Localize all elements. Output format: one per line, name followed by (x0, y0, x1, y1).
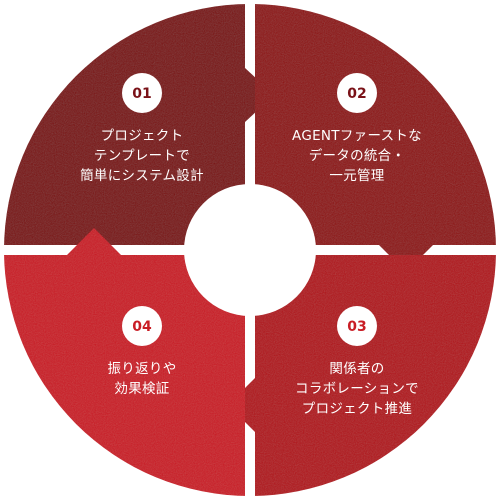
step-2-line-1: AGENTファーストな (292, 128, 422, 144)
step-3-badge: 03 (337, 306, 377, 346)
step-2-label: AGENTファーストな データの統合・ 一元管理 (257, 126, 457, 186)
step-3-line-2: コラボレーションで (295, 381, 419, 397)
step-4-number: 04 (132, 319, 152, 335)
step-4-label: 振り返りや 効果検証 (42, 359, 242, 399)
step-1-label: プロジェクト テンプレートで 簡単にシステム設計 (42, 126, 242, 186)
step-1-line-3: 簡単にシステム設計 (80, 168, 204, 184)
step-2-number: 02 (347, 86, 366, 102)
step-2-line-2: データの統合・ (308, 148, 406, 164)
step-3-number: 03 (347, 319, 366, 335)
step-3-label: 関係者の コラボレーションで プロジェクト推進 (257, 359, 457, 419)
step-4-line-1: 振り返りや (107, 361, 177, 377)
step-4-line-2: 効果検証 (114, 381, 170, 397)
step-1-line-1: プロジェクト (100, 128, 184, 144)
step-3-line-1: 関係者の (329, 361, 385, 377)
step-1-line-2: テンプレートで (93, 148, 191, 164)
step-3-line-3: プロジェクト推進 (301, 401, 413, 417)
step-2-badge: 02 (337, 73, 377, 113)
step-1-number: 01 (132, 86, 151, 102)
step-1-badge: 01 (122, 73, 162, 113)
step-4-badge: 04 (122, 306, 162, 346)
step-2-line-3: 一元管理 (329, 168, 385, 184)
center-hole (184, 184, 316, 316)
